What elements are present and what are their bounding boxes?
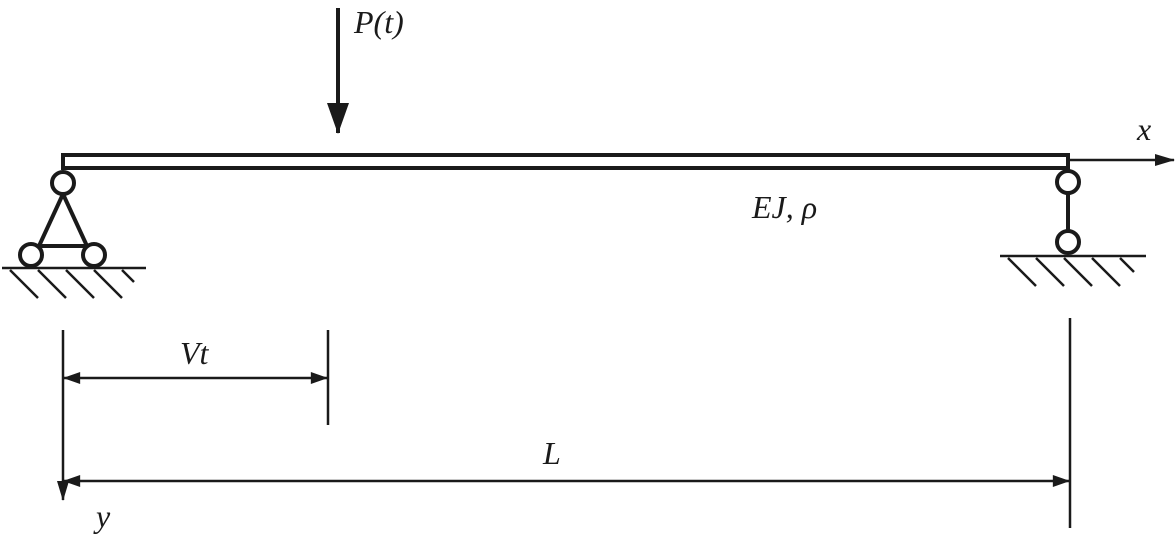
beam xyxy=(61,153,1070,170)
right-ground-hatch xyxy=(1000,254,1146,287)
beam-properties-label: EJ, ρ xyxy=(751,189,817,225)
left-pin-support xyxy=(18,170,107,268)
load-position-label: Vt xyxy=(180,335,210,371)
load-label: P(t) xyxy=(353,4,404,40)
left-ground-hatch xyxy=(2,266,146,299)
load-arrow-head xyxy=(327,103,349,134)
beam-properties-text: EJ, ρ xyxy=(751,189,817,225)
right-roller-support xyxy=(1055,169,1081,255)
y-axis-label: y xyxy=(93,498,111,534)
span-label: L xyxy=(542,435,561,471)
x-axis-label: x xyxy=(1136,111,1151,147)
